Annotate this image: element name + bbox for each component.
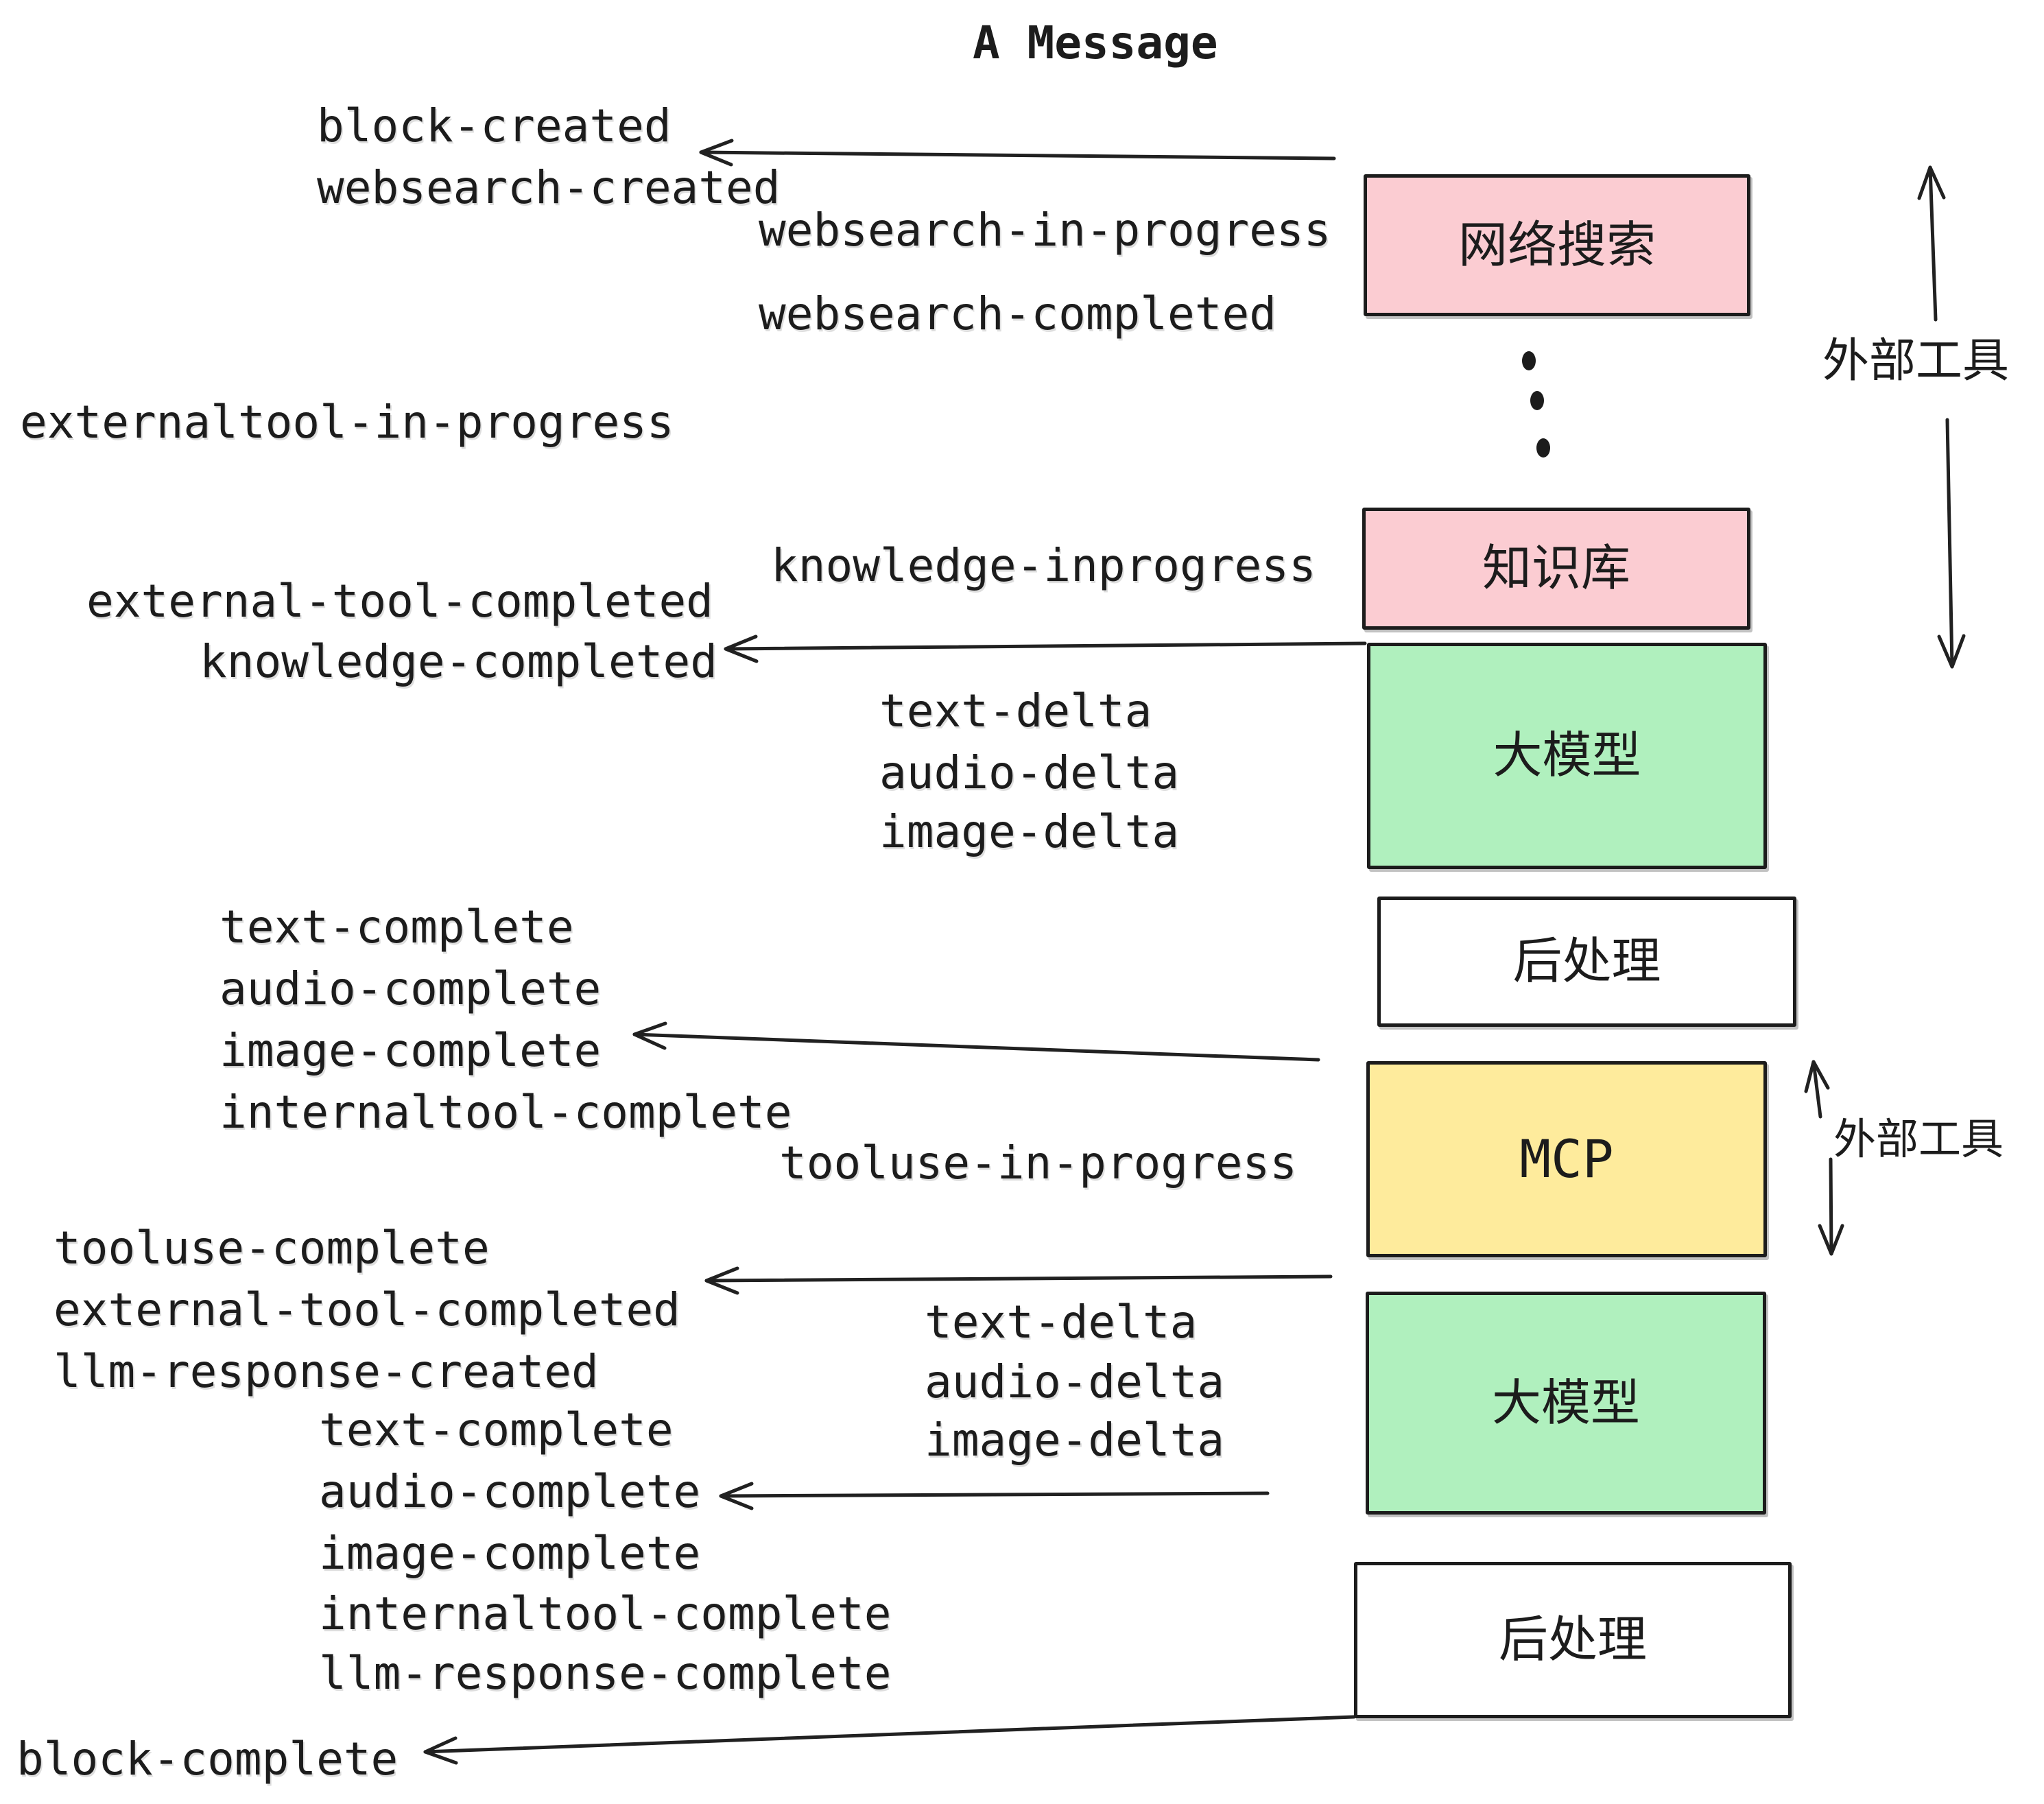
box-knowledge: 知识库 — [1362, 508, 1750, 630]
box-llm-2: 大模型 — [1366, 1292, 1766, 1515]
event-audio-complete: audio-complete — [219, 962, 602, 1015]
event-image-complete-2: image-complete — [319, 1527, 701, 1580]
event-audio-complete-2: audio-complete — [319, 1465, 701, 1518]
external-tools-label-middle: 外部工具 — [1833, 1116, 2004, 1163]
box-mcp-label: MCP — [1519, 1128, 1614, 1189]
box-llm-2-label: 大模型 — [1491, 1375, 1640, 1431]
event-image-delta: image-delta — [879, 805, 1180, 858]
event-block-created: block-created — [317, 99, 672, 152]
event-text-delta: text-delta — [879, 685, 1152, 737]
event-audio-delta-2: audio-delta — [925, 1355, 1225, 1408]
box-postprocess-2-label: 后处理 — [1498, 1613, 1647, 1667]
event-websearch-created: websearch-created — [317, 161, 781, 214]
box-llm-1: 大模型 — [1367, 643, 1767, 869]
event-internaltool-complete-2: internaltool-complete — [319, 1587, 892, 1640]
ellipsis-dots — [1522, 351, 1550, 458]
event-image-complete: image-complete — [219, 1024, 602, 1077]
event-audio-delta: audio-delta — [879, 746, 1180, 799]
event-internaltool-complete: internaltool-complete — [219, 1086, 792, 1139]
arrow-to-tooluse-complete — [704, 1266, 1333, 1295]
event-llm-response-created: llm-response-created — [54, 1345, 599, 1398]
event-knowledge-completed: knowledge-completed — [200, 635, 717, 688]
external-tools-up-arrow-top — [1917, 165, 1946, 322]
event-tooluse-complete: tooluse-complete — [54, 1222, 490, 1274]
event-image-delta-2: image-delta — [925, 1414, 1225, 1467]
event-text-delta-2: text-delta — [925, 1296, 1198, 1349]
box-llm-1-label: 大模型 — [1493, 728, 1641, 783]
external-tools-down-arrow-top — [1937, 418, 1966, 669]
event-websearch-in-progress: websearch-in-progress — [759, 204, 1331, 257]
external-tools-up-arrow-middle — [1804, 1060, 1830, 1119]
box-postprocess-2: 后处理 — [1354, 1562, 1792, 1718]
external-tools-down-arrow-middle — [1818, 1157, 1844, 1256]
box-mcp: MCP — [1366, 1061, 1767, 1257]
event-external-tool-completed-2: external-tool-completed — [54, 1283, 680, 1336]
arrow-to-knowledge-completed — [724, 634, 1367, 663]
event-externaltool-in-progress: externaltool-in-progress — [20, 396, 674, 449]
box-postprocess-1: 后处理 — [1377, 897, 1796, 1027]
arrow-to-block-complete — [423, 1715, 1356, 1765]
event-knowledge-inprogress: knowledge-inprogress — [771, 539, 1316, 592]
event-block-complete: block-complete — [16, 1733, 399, 1785]
event-text-complete-2: text-complete — [319, 1403, 674, 1456]
box-websearch-label: 网络搜索 — [1458, 217, 1656, 273]
arrow-to-block-created — [699, 139, 1336, 167]
event-text-complete: text-complete — [219, 901, 574, 953]
diagram-title: A Message — [973, 16, 1218, 69]
event-external-tool-completed: external-tool-completed — [86, 575, 713, 628]
external-tools-label-top: 外部工具 — [1822, 335, 2010, 387]
arrow-to-image-complete — [632, 1021, 1320, 1062]
box-knowledge-label: 知识库 — [1482, 541, 1630, 596]
arrow-to-audio-complete — [719, 1482, 1270, 1510]
box-postprocess-1-label: 后处理 — [1512, 934, 1661, 989]
event-llm-response-complete: llm-response-complete — [319, 1647, 892, 1700]
event-websearch-completed: websearch-completed — [759, 287, 1276, 340]
event-tooluse-in-progress: tooluse-in-progress — [779, 1137, 1297, 1189]
box-websearch: 网络搜索 — [1364, 174, 1750, 316]
